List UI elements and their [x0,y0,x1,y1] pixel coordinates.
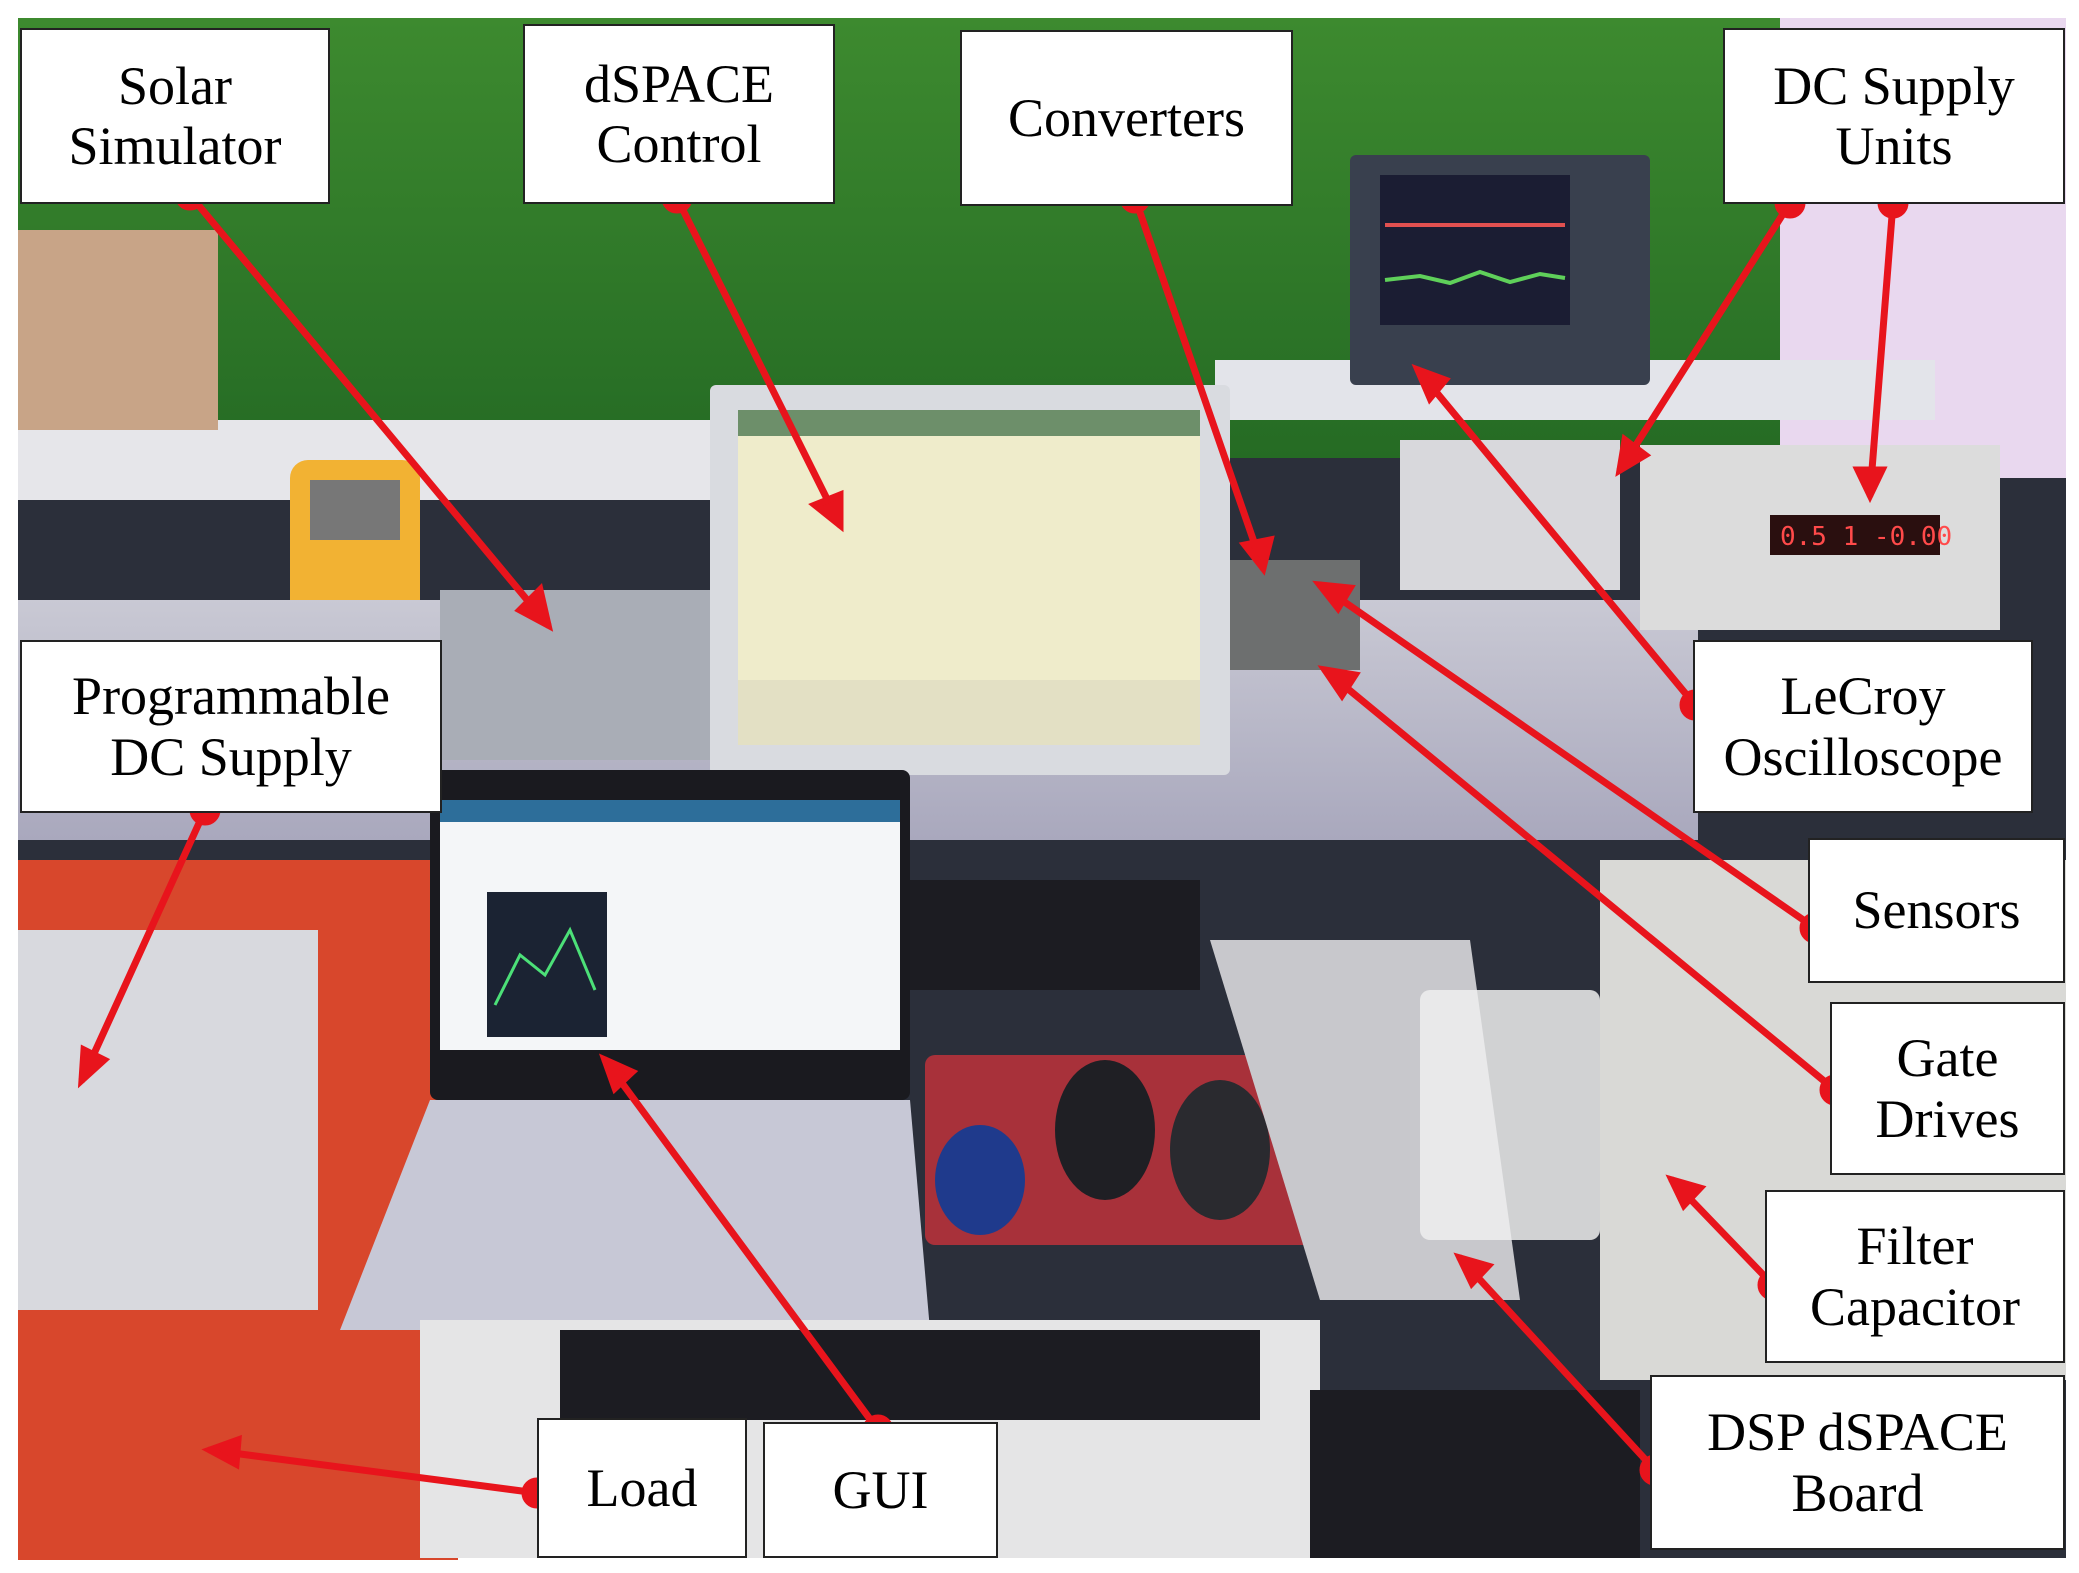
label-converters: Converters [960,30,1293,206]
arrow-gate-drives [1321,666,1839,1094]
arrow-gui [601,1056,882,1434]
label-sensors: Sensors [1808,838,2065,983]
desktop-keyboard [910,880,1200,990]
cardboard-box [18,230,218,430]
arrow-solar-simulator [186,191,552,629]
arrow-dc-supply-2 [1866,199,1897,499]
supply-display-readout: 0.5 1 -0.00 [1780,522,1952,552]
label-dc-supply-units: DC Supply Units [1723,28,2065,204]
arrow-programmable-dc-supply [78,806,209,1084]
arrow-dspace-control [673,194,844,529]
arrow-load [206,1446,541,1497]
arrow-dc-supply-1 [1616,199,1794,474]
label-programmable-dc-supply: Programmable DC Supply [20,640,442,813]
arrow-converters [1131,194,1267,572]
arrow-sensors [1316,581,1819,932]
desktop-tower [1310,1390,1640,1558]
label-dspace-control: dSPACE Control [523,24,835,204]
dc-supply-unit-1 [1400,440,1620,590]
label-dsp-dspace-board: DSP dSPACE Board [1650,1375,2065,1550]
converter-board [1230,560,1360,670]
label-gate-drives: Gate Drives [1830,1002,2065,1175]
arrow-dsp-dspace-board [1456,1254,1659,1474]
label-filter-capacitor: Filter Capacitor [1765,1190,2065,1363]
filter-capacitor-box [1420,990,1600,1240]
label-gui: GUI [763,1422,998,1558]
laptop-keyboard [340,1100,930,1330]
blue-mouse [935,1125,1025,1235]
label-load: Load [537,1418,747,1558]
solar-simulator-unit [440,590,710,760]
arrow-lecroy-oscilloscope [1414,366,1699,709]
label-lecroy-oscilloscope: LeCroy Oscilloscope [1693,640,2033,813]
label-solar-simulator: Solar Simulator [20,28,330,204]
programmable-dc-supply-unit [18,930,318,1310]
